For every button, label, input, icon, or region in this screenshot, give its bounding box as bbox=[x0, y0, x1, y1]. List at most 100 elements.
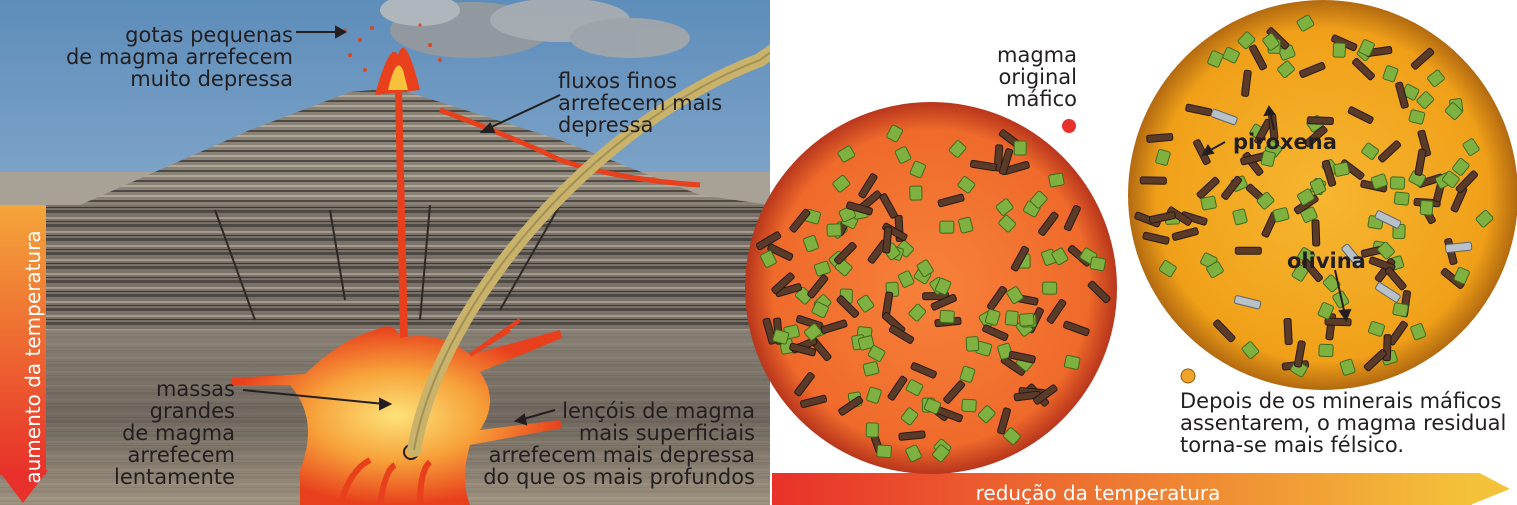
olivine-crystal bbox=[857, 335, 875, 351]
light-crystal bbox=[1233, 295, 1262, 310]
olivine-crystal bbox=[909, 185, 923, 201]
volcano-cone bbox=[80, 88, 770, 205]
olivine-crystal bbox=[958, 216, 974, 234]
olivine-crystal bbox=[934, 277, 952, 296]
olivine-crystal bbox=[1222, 46, 1240, 64]
olivine-crystal bbox=[1291, 263, 1309, 282]
light-crystal bbox=[1374, 210, 1402, 229]
olivine-crystal bbox=[1089, 256, 1106, 272]
olivine-crystal bbox=[932, 444, 950, 463]
olivine-crystal bbox=[939, 220, 955, 234]
volcano-panel bbox=[0, 0, 770, 505]
light-crystal bbox=[1341, 243, 1364, 269]
pyroxene-crystal bbox=[982, 324, 1009, 342]
pyroxene-crystal bbox=[838, 395, 864, 416]
olivine-crystal bbox=[1317, 302, 1335, 320]
olivine-crystal bbox=[1256, 191, 1275, 210]
pyroxene-crystal bbox=[1010, 245, 1030, 272]
label-temp-decrease: redução da temperatura bbox=[975, 481, 1221, 505]
olivine-crystal bbox=[905, 379, 924, 396]
pyroxene-crystal bbox=[789, 208, 811, 233]
olivine-crystal bbox=[1063, 354, 1081, 370]
pyroxene-crystal bbox=[1417, 129, 1432, 157]
olivine-crystal bbox=[961, 398, 977, 413]
pyroxene-crystal bbox=[1384, 266, 1407, 291]
olivine-crystal bbox=[1296, 188, 1315, 206]
olivine-crystal bbox=[1300, 206, 1318, 223]
felsic-magma-circle bbox=[1128, 0, 1517, 390]
pyroxene-crystal bbox=[997, 407, 1012, 435]
pyroxene-crystal bbox=[1347, 106, 1374, 124]
olivine-crystal bbox=[977, 405, 996, 424]
olivine-crystal bbox=[1207, 50, 1224, 68]
olivine-crystal bbox=[1018, 312, 1035, 327]
olivine-crystal bbox=[1013, 140, 1027, 156]
pyroxene-crystal bbox=[910, 362, 937, 379]
olivine-crystal bbox=[1419, 200, 1434, 216]
olivine-crystal bbox=[1462, 138, 1480, 156]
pyroxene-crystal bbox=[1283, 317, 1293, 346]
mafic-magma-circle bbox=[745, 102, 1117, 474]
olivine-crystal bbox=[995, 198, 1014, 216]
olivine-crystal bbox=[965, 336, 980, 352]
olivine-crystal bbox=[1029, 190, 1048, 209]
pyroxene-crystal bbox=[836, 295, 860, 318]
olivine-crystal bbox=[1358, 39, 1375, 57]
pyroxene-crystal bbox=[1146, 132, 1174, 143]
olivine-crystal bbox=[1382, 65, 1399, 83]
pyroxene-crystal bbox=[1395, 81, 1409, 109]
label-residual-magma: Depois de os minerais máficos assentarem… bbox=[1180, 389, 1507, 457]
olivine-crystal bbox=[1444, 102, 1463, 120]
olivine-crystal bbox=[1408, 109, 1426, 125]
pyroxene-crystal bbox=[1046, 298, 1067, 324]
light-crystal bbox=[1375, 282, 1401, 303]
pyroxene-crystal bbox=[879, 193, 898, 219]
ejecta-drops bbox=[343, 23, 442, 72]
lava-flow bbox=[439, 107, 701, 188]
pyroxene-crystal bbox=[1033, 384, 1058, 405]
label-olivine: olivina bbox=[1287, 249, 1366, 273]
pyroxene-crystal bbox=[820, 319, 848, 334]
olivine-crystal bbox=[1262, 32, 1280, 51]
olivine-crystal bbox=[1361, 142, 1380, 160]
pyroxene-crystal bbox=[898, 430, 926, 441]
olivine-crystal bbox=[837, 145, 856, 163]
olivine-crystal bbox=[894, 146, 912, 164]
pyroxene-crystal bbox=[834, 241, 857, 265]
magma-chamber bbox=[230, 318, 562, 505]
pyroxene-crystal bbox=[1410, 47, 1435, 70]
pyroxene-crystal bbox=[1196, 176, 1220, 199]
olivine-crystal bbox=[1272, 207, 1290, 223]
olivine-crystal bbox=[1410, 323, 1427, 341]
olivine-crystal bbox=[1051, 247, 1069, 266]
pyroxene-crystal bbox=[930, 293, 957, 311]
pyroxene-crystal bbox=[998, 148, 1014, 176]
label-sheets: lençóis de magma mais superficiais arref… bbox=[483, 399, 755, 489]
olivine-crystal bbox=[1392, 302, 1409, 318]
olivine-crystal bbox=[984, 308, 1001, 326]
label-large-masses: massas grandes de magma arrefecem lentam… bbox=[113, 377, 235, 489]
olivine-crystal bbox=[1318, 343, 1334, 358]
olivine-crystal bbox=[957, 176, 976, 194]
pyroxene-crystal bbox=[1321, 159, 1337, 187]
pyroxene-crystal bbox=[1221, 175, 1242, 201]
olivine-crystal bbox=[862, 361, 880, 377]
label-small-drops: gotas pequenas de magma arrefecem muito … bbox=[65, 23, 293, 91]
olivine-crystal bbox=[1367, 320, 1386, 337]
olivine-crystal bbox=[811, 301, 829, 318]
olivine-crystal bbox=[1260, 150, 1276, 167]
olivine-crystal bbox=[856, 294, 875, 313]
pyroxene-crystal bbox=[1455, 170, 1479, 194]
pyroxene-crystal bbox=[789, 342, 817, 357]
olivine-crystal bbox=[1206, 261, 1224, 279]
olivine-crystal bbox=[1427, 69, 1445, 88]
olivine-crystal bbox=[998, 214, 1017, 233]
label-temp-increase: aumento da temperatura bbox=[21, 230, 45, 484]
olivine-crystal bbox=[1401, 83, 1420, 101]
olivine-crystal bbox=[865, 422, 879, 438]
pyroxene-crystal bbox=[1414, 148, 1427, 176]
pyroxene-crystal bbox=[1008, 350, 1036, 364]
pyroxene-crystal bbox=[762, 317, 777, 345]
olivine-crystal bbox=[1333, 161, 1350, 177]
pyroxene-crystal bbox=[846, 201, 874, 216]
